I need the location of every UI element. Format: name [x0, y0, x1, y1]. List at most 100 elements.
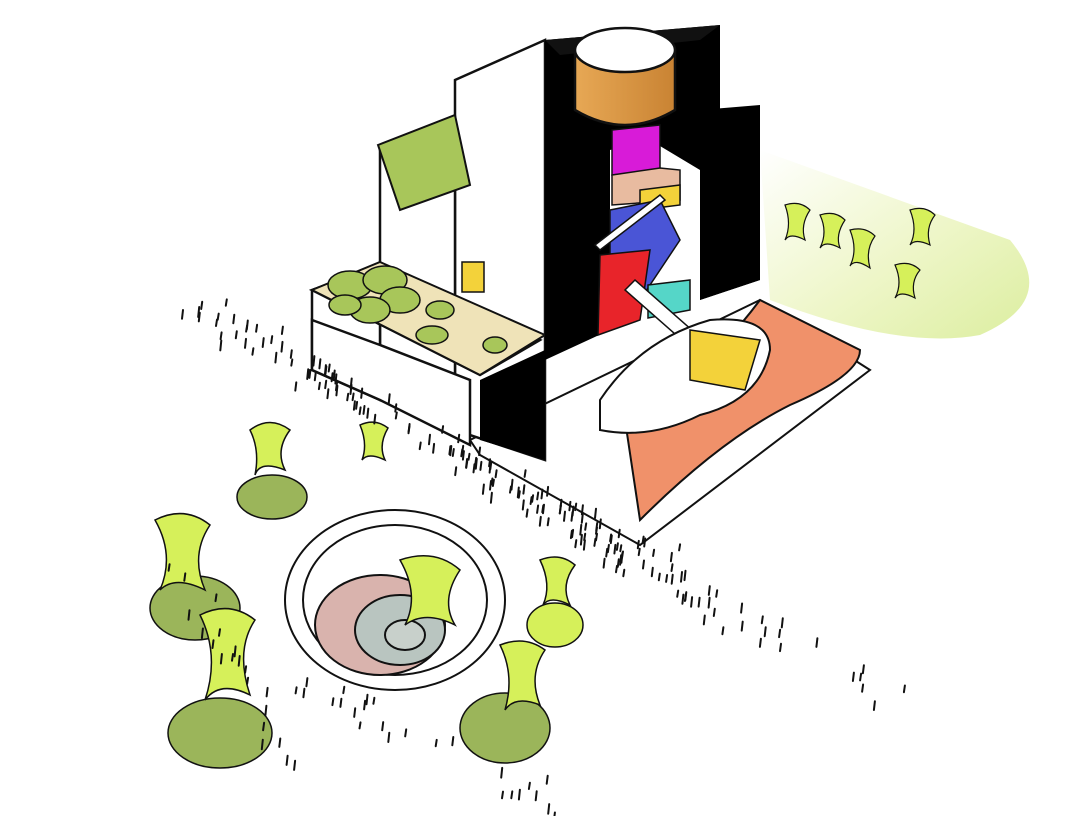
person-mark — [200, 300, 204, 310]
person-mark — [763, 626, 767, 638]
person-mark — [553, 811, 556, 816]
person-mark — [489, 480, 492, 491]
person-mark — [280, 340, 284, 353]
person-mark — [516, 486, 520, 499]
person-mark — [251, 347, 255, 356]
person-mark — [332, 369, 336, 382]
person-mark — [529, 496, 533, 505]
person-mark — [187, 609, 191, 621]
person-mark — [219, 339, 223, 352]
person-mark — [432, 442, 436, 454]
person-mark — [387, 393, 391, 405]
person-mark — [779, 642, 782, 653]
person-mark — [620, 552, 624, 564]
person-mark — [183, 572, 187, 582]
person-mark — [602, 557, 606, 569]
person-mark — [851, 671, 855, 682]
person-mark — [197, 311, 201, 323]
person-mark — [331, 697, 335, 707]
person-mark — [214, 593, 218, 603]
person-mark — [233, 645, 237, 658]
person-mark — [181, 309, 184, 320]
person-mark — [571, 505, 575, 517]
person-mark — [642, 559, 645, 570]
person-mark — [381, 721, 385, 732]
person-mark — [313, 371, 317, 382]
person-mark — [861, 683, 865, 693]
person-mark — [559, 498, 563, 509]
person-mark — [232, 313, 236, 325]
person-mark — [707, 596, 711, 609]
person-mark — [522, 484, 526, 495]
person-mark — [712, 607, 716, 617]
person-mark — [758, 637, 762, 648]
person-mark — [670, 563, 674, 572]
person-mark — [584, 522, 588, 531]
person-mark — [260, 738, 264, 751]
person-mark — [465, 458, 469, 469]
atrium-interior — [597, 124, 691, 337]
person-mark — [353, 707, 357, 718]
person-mark — [569, 529, 573, 540]
person-mark — [211, 639, 215, 649]
person-mark — [342, 685, 346, 695]
person-mark — [669, 551, 673, 563]
person-mark — [702, 614, 706, 626]
person-mark — [721, 626, 725, 636]
person-mark — [517, 490, 521, 499]
person-mark — [280, 325, 284, 335]
person-mark — [197, 306, 201, 318]
person-mark — [428, 433, 431, 446]
person-mark — [372, 696, 376, 705]
person-mark — [715, 589, 719, 598]
person-mark — [622, 568, 626, 578]
person-mark — [510, 790, 514, 800]
person-mark — [606, 543, 610, 554]
person-mark — [308, 369, 312, 379]
person-mark — [536, 491, 540, 501]
person-mark — [265, 686, 269, 698]
person-mark — [373, 413, 377, 425]
person-mark — [598, 518, 602, 530]
person-mark — [580, 512, 584, 524]
lawn-area — [760, 150, 1030, 339]
person-mark — [595, 522, 599, 532]
person-mark — [665, 574, 669, 583]
person-mark — [859, 672, 863, 682]
person-mark — [619, 544, 623, 553]
person-mark — [780, 617, 784, 629]
person-mark — [346, 392, 350, 402]
person-mark — [285, 754, 289, 766]
person-mark — [641, 535, 645, 545]
person-mark — [407, 424, 411, 435]
person-mark — [387, 731, 391, 743]
person-mark — [568, 500, 572, 512]
person-mark — [461, 450, 465, 461]
person-mark — [261, 337, 265, 348]
person-mark — [617, 528, 621, 539]
person-mark — [335, 384, 339, 397]
person-mark — [351, 392, 355, 402]
person-mark — [237, 655, 241, 667]
person-mark — [244, 665, 248, 674]
person-mark — [609, 533, 613, 543]
person-mark — [290, 358, 294, 367]
person-mark — [231, 653, 234, 662]
person-mark — [681, 593, 685, 605]
person-mark — [449, 445, 453, 457]
person-mark — [650, 566, 654, 578]
person-mark — [615, 542, 619, 551]
person-mark — [358, 721, 362, 730]
person-mark — [574, 502, 578, 512]
person-mark — [324, 379, 328, 390]
person-mark — [215, 318, 218, 327]
person-mark — [541, 504, 545, 514]
person-mark — [262, 721, 266, 732]
person-mark — [510, 478, 514, 491]
person-mark — [312, 355, 316, 367]
upper-roof-garden — [376, 113, 472, 212]
person-mark — [334, 373, 338, 385]
person-mark — [451, 448, 455, 457]
person-mark — [678, 543, 682, 552]
